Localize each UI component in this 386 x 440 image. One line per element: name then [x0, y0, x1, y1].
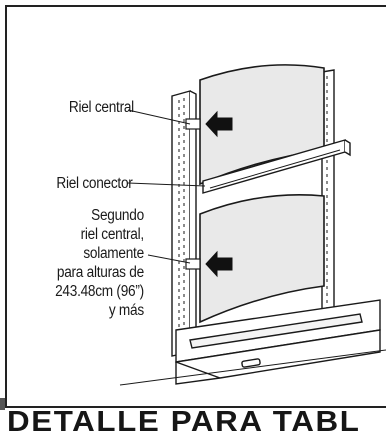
label-second-center-rail: Segundo riel central, solamente para alt…: [55, 207, 145, 319]
connector-rail: [202, 139, 351, 194]
leader-lines: [127, 109, 206, 264]
lower-back-panel: [199, 194, 325, 324]
label-center-rail: Riel central: [68, 99, 134, 116]
edge-shadow: [0, 398, 5, 410]
section-title: DETALLE PARA TABL: [7, 406, 361, 438]
floor-line: [119, 349, 386, 386]
bottom-arrow-icon: [185, 250, 233, 278]
label-connector-rail: Riel conector: [56, 175, 133, 192]
left-upright-post: [171, 90, 197, 357]
top-arrow-icon: [185, 110, 233, 138]
